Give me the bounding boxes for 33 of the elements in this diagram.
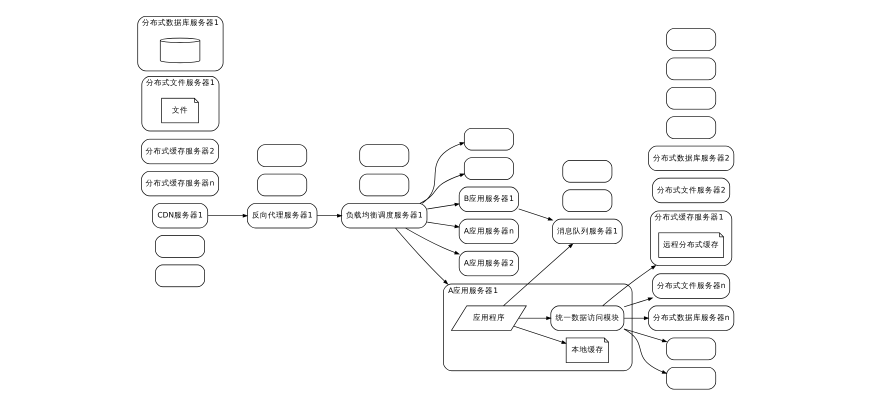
arrow [394, 228, 448, 285]
node-box [463, 128, 514, 150]
arrow [426, 222, 460, 228]
node-box [358, 144, 409, 167]
arrow [502, 243, 574, 306]
node-box [358, 174, 409, 196]
arrow [623, 328, 667, 374]
arrow [602, 265, 656, 306]
node-box [154, 235, 204, 258]
node-box [666, 366, 716, 390]
arrow [512, 326, 566, 344]
node-box [666, 116, 716, 139]
arrow [518, 208, 553, 221]
arrow [623, 328, 668, 342]
node-box [666, 58, 716, 80]
arrow [206, 214, 248, 218]
arrow [518, 316, 552, 320]
arrow [316, 214, 342, 218]
node-box [666, 28, 716, 51]
node-box [562, 189, 612, 212]
node-box [666, 338, 716, 360]
node-box [463, 157, 514, 180]
arrow [426, 202, 460, 210]
arrow [623, 316, 649, 320]
arrow [421, 142, 465, 204]
node-box [256, 174, 307, 196]
node-box [666, 86, 716, 110]
node-box [256, 144, 307, 167]
node-box [562, 160, 612, 183]
arrow [623, 297, 653, 308]
node-box [154, 264, 204, 288]
arrow [419, 174, 465, 204]
arrow [404, 228, 460, 254]
